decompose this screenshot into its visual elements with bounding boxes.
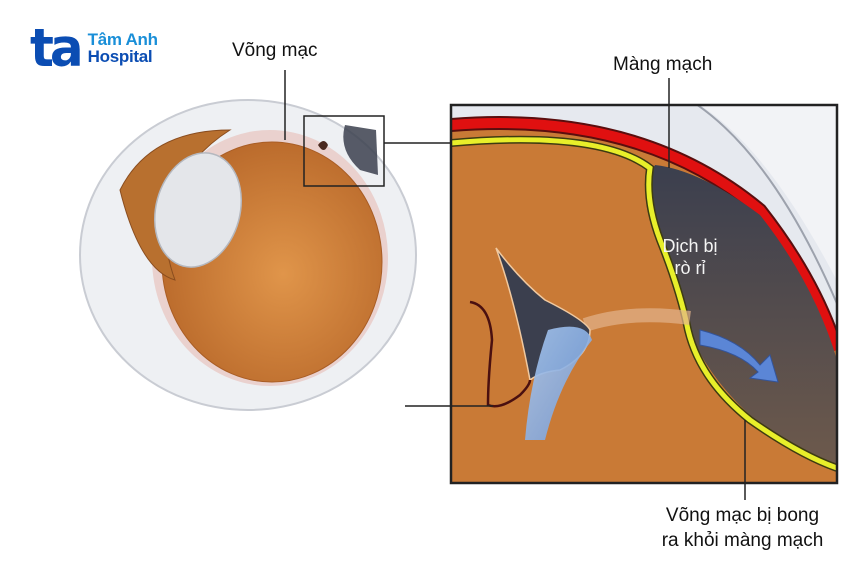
- label-choroid: Màng mạch: [613, 54, 713, 75]
- label-leaked-fluid-line-2: rò rỉ: [674, 258, 706, 278]
- logo-line-2: Hospital: [87, 47, 153, 66]
- flow-arrow: [699, 329, 779, 383]
- label-leaked-fluid-line-1: Dịch bị: [662, 236, 718, 256]
- label-detached-line-1: Võng mạc bị bong: [665, 505, 820, 526]
- detached-retina-layer: [451, 137, 837, 471]
- label-detached-retina: Võng mạc bị bong ra khỏi màng mạch: [640, 503, 845, 553]
- choroid-layer: [451, 118, 837, 352]
- label-detached-line-2: ra khỏi màng mạch: [661, 530, 824, 551]
- magnified-inset: [405, 78, 839, 500]
- logo-line-1: Tâm Anh: [87, 30, 158, 49]
- label-retina: Võng mạc: [232, 40, 318, 61]
- label-leaked-fluid: Dịch bị rò rỉ: [645, 235, 735, 279]
- hospital-logo: ta Tâm Anh Hospital: [30, 17, 158, 79]
- leaked-fluid: [646, 165, 837, 470]
- inset-source-box: [303, 115, 385, 187]
- logo-wordmark: Tâm Anh Hospital: [88, 31, 158, 65]
- inset-border: [449, 103, 839, 485]
- logo-mark: ta: [30, 17, 84, 79]
- eye-cross-section: [79, 70, 451, 411]
- lens: [153, 152, 243, 268]
